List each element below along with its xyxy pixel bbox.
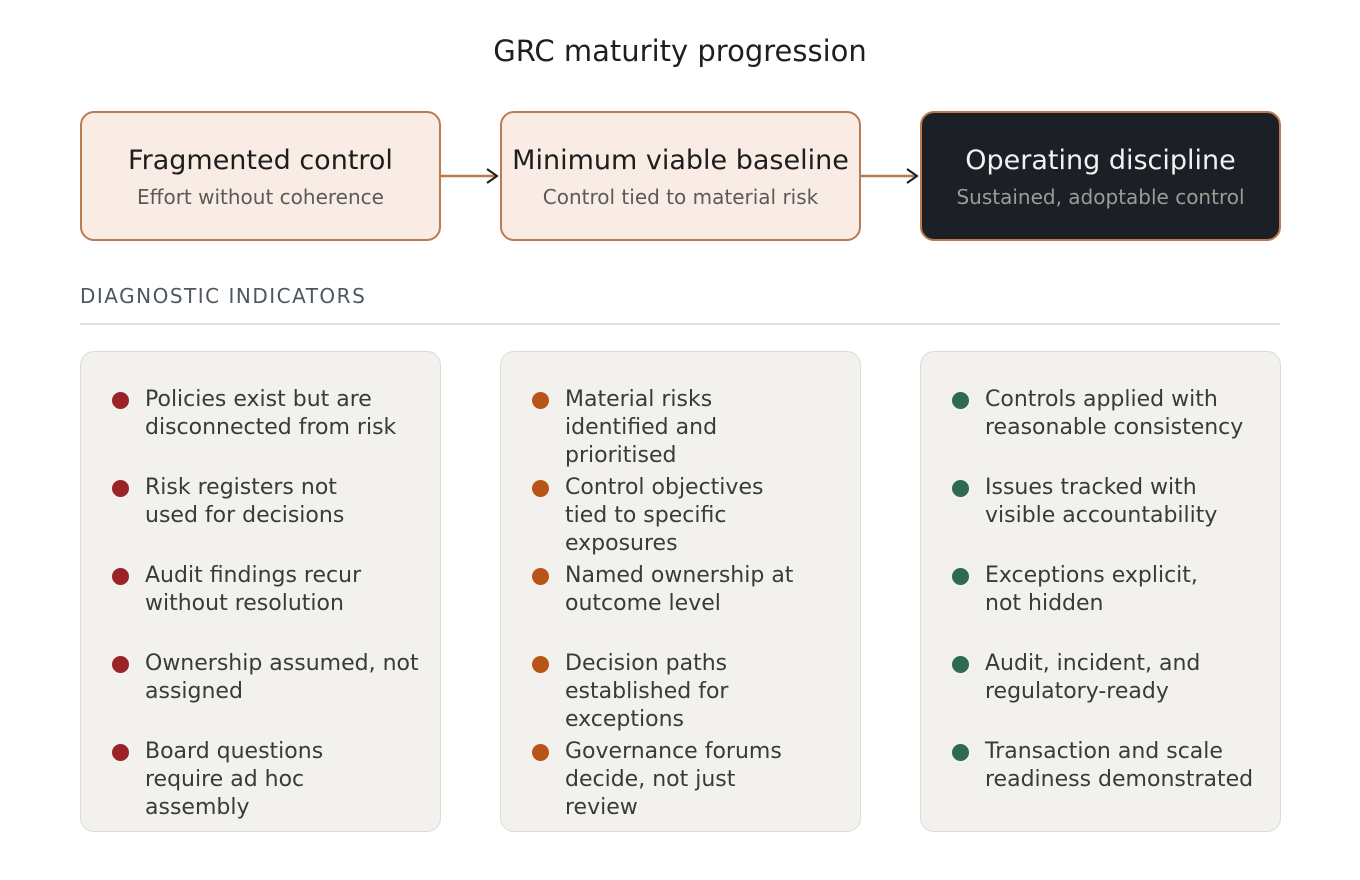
diagram-title: GRC maturity progression xyxy=(493,34,867,68)
arrow-baseline-to-discipline xyxy=(861,168,919,184)
stage-fragmented-control: Fragmented control Effort without cohere… xyxy=(80,111,441,241)
indicator-text: Audit findings recur without resolution xyxy=(145,563,362,616)
stage-operating-discipline: Operating discipline Sustained, adoptabl… xyxy=(920,111,1281,241)
bullet-dot xyxy=(112,392,129,409)
indicator-text: Exceptions explicit, not hidden xyxy=(985,563,1198,616)
stage-name: Minimum viable baseline xyxy=(512,144,849,176)
indicator-panel-baseline: Material risks identified and prioritise… xyxy=(500,351,861,832)
stage-name: Operating discipline xyxy=(965,144,1236,176)
bullet-dot xyxy=(112,656,129,673)
stage-subtitle: Sustained, adoptable control xyxy=(956,184,1245,209)
indicator-text: Controls applied with reasonable consist… xyxy=(985,387,1244,440)
indicator-panel-fragmented: Policies exist but are disconnected from… xyxy=(80,351,441,832)
indicator-text: Material risks identified and prioritise… xyxy=(565,387,718,468)
indicator-text: Issues tracked with visible accountabili… xyxy=(985,475,1218,528)
indicator-text: Risk registers not used for decisions xyxy=(145,475,345,528)
indicator-panel-discipline: Controls applied with reasonable consist… xyxy=(920,351,1281,832)
bullet-dot xyxy=(952,656,969,673)
indicator-text: Transaction and scale readiness demonstr… xyxy=(985,739,1254,792)
indicator-text: Audit, incident, and regulatory-ready xyxy=(985,651,1201,704)
stage-subtitle: Effort without coherence xyxy=(137,184,384,209)
bullet-dot xyxy=(952,480,969,497)
section-label: DIAGNOSTIC INDICATORS xyxy=(80,284,367,308)
indicator-text: Control objectives tied to specific expo… xyxy=(565,475,764,556)
bullet-dot xyxy=(112,568,129,585)
indicator-text: Board questions require ad hoc assembly xyxy=(145,739,324,820)
bullet-dot xyxy=(532,392,549,409)
bullet-dot xyxy=(112,744,129,761)
bullet-dot xyxy=(532,744,549,761)
bullet-dot xyxy=(532,480,549,497)
bullet-dot xyxy=(532,656,549,673)
indicator-text: Named ownership at outcome level xyxy=(565,563,794,616)
indicator-text: Ownership assumed, not assigned xyxy=(145,651,419,704)
bullet-dot xyxy=(112,480,129,497)
stage-name: Fragmented control xyxy=(128,144,393,176)
stage-minimum-viable-baseline: Minimum viable baseline Control tied to … xyxy=(500,111,861,241)
stage-subtitle: Control tied to material risk xyxy=(542,184,819,209)
bullet-dot xyxy=(952,392,969,409)
indicator-text: Decision paths established for exception… xyxy=(565,651,729,732)
bullet-dot xyxy=(952,744,969,761)
indicator-text: Policies exist but are disconnected from… xyxy=(145,387,397,440)
bullet-dot xyxy=(952,568,969,585)
indicator-text: Governance forums decide, not just revie… xyxy=(565,739,782,820)
arrow-fragmented-to-baseline xyxy=(441,168,499,184)
section-divider xyxy=(80,323,1280,325)
bullet-dot xyxy=(532,568,549,585)
